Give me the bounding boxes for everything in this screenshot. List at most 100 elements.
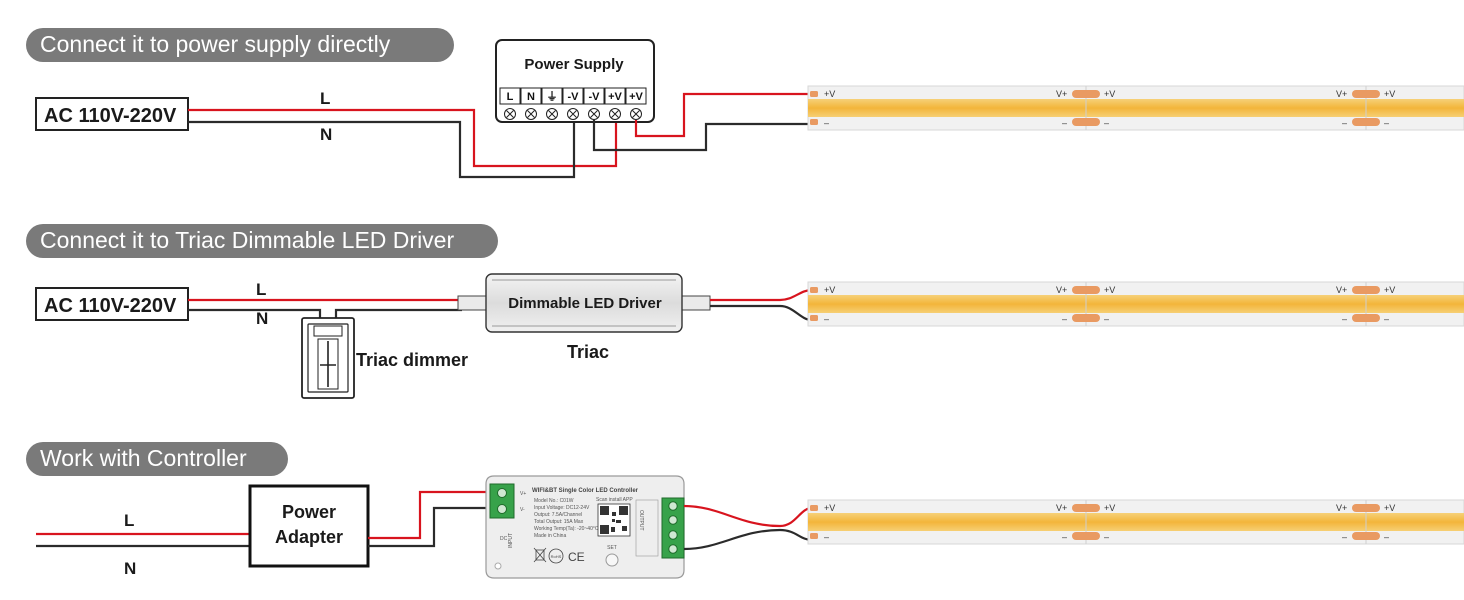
terminal-plus-v-2: +V bbox=[625, 87, 647, 120]
screw-icon bbox=[668, 501, 678, 511]
output-negative-wire-1 bbox=[592, 120, 812, 152]
svg-text:-V: -V bbox=[589, 91, 601, 103]
triac-dimmer bbox=[301, 317, 355, 399]
svg-text:-V: -V bbox=[568, 91, 580, 103]
controller-mark-rohs: RoHS bbox=[551, 554, 562, 559]
solder-pad bbox=[810, 315, 818, 321]
live-wire-1 bbox=[188, 108, 618, 168]
solder-pad bbox=[1352, 118, 1380, 126]
strip-minus-label: – bbox=[1104, 532, 1109, 542]
neutral-wire-1 bbox=[188, 120, 576, 179]
output-terminal-block bbox=[661, 497, 685, 559]
screw-icon bbox=[668, 544, 678, 554]
power-adapter-line2: Adapter bbox=[275, 527, 343, 547]
neutral-label-1: N bbox=[320, 125, 332, 144]
strip-plus-label: +V bbox=[1384, 285, 1395, 295]
strip-minus-label: – bbox=[1342, 532, 1347, 542]
section-1: Connect it to power supply directly AC 1… bbox=[26, 28, 812, 179]
ac-source-label-1: AC 110V-220V bbox=[44, 105, 177, 127]
strip-minus-label: – bbox=[1062, 118, 1067, 128]
led-controller: V+ V- WIFI&BT Single Color LED Controlle… bbox=[485, 475, 685, 579]
solder-pad bbox=[1072, 118, 1100, 126]
strip-vplus-label: V+ bbox=[1336, 503, 1347, 513]
adapter-negative-wire bbox=[368, 506, 500, 548]
solder-pad bbox=[810, 91, 818, 97]
controller-vminus: V- bbox=[520, 507, 525, 513]
solder-pad bbox=[1072, 314, 1100, 322]
strip-plus-label: +V bbox=[1104, 503, 1115, 513]
svg-text:L: L bbox=[507, 91, 514, 103]
controller-spec-0: Model No.: C01W bbox=[534, 498, 574, 504]
solder-pad bbox=[1072, 286, 1100, 294]
section-1-title-pill bbox=[26, 28, 454, 62]
controller-vplus: V+ bbox=[520, 491, 526, 497]
strip-minus-label: – bbox=[1104, 314, 1109, 324]
screw-icon bbox=[497, 488, 507, 498]
strip-plus-label: +V bbox=[1384, 503, 1395, 513]
strip-minus-label: – bbox=[1062, 532, 1067, 542]
terminal-ground: ⏚ bbox=[541, 87, 563, 120]
solder-pad bbox=[1352, 90, 1380, 98]
controller-spec-5: Made in China bbox=[534, 533, 566, 539]
controller-spec-3: Total Output: 15A Max bbox=[534, 519, 584, 525]
strip-plus-label: +V bbox=[1104, 89, 1115, 99]
strip-minus-label: – bbox=[1342, 314, 1347, 324]
output-positive-wire-2 bbox=[710, 288, 813, 302]
strip-vplus-label: V+ bbox=[1056, 89, 1067, 99]
strip-plus-label: +V bbox=[1104, 285, 1115, 295]
strip-plus-label: +V bbox=[824, 285, 835, 295]
set-button[interactable] bbox=[605, 553, 619, 567]
power-supply-terminals: L N ⏚ -V -V +V +V bbox=[499, 87, 647, 120]
line-label-1: L bbox=[320, 89, 330, 108]
controller-spec-2: Output: 7.5A/Channel bbox=[534, 512, 582, 518]
terminal-n: N bbox=[520, 87, 542, 120]
power-adapter-line1: Power bbox=[282, 502, 336, 522]
strip-minus-label: – bbox=[1384, 314, 1389, 324]
controller-spec-1: Input Voltage: DC12-24V bbox=[534, 505, 590, 511]
driver-type-label: Triac bbox=[567, 342, 609, 362]
strip-vplus-label: V+ bbox=[1056, 503, 1067, 513]
strip-vplus-label: V+ bbox=[1056, 285, 1067, 295]
adapter-positive-wire bbox=[368, 490, 500, 540]
strip-minus-label: – bbox=[1104, 118, 1109, 128]
strip-cob-band bbox=[808, 99, 1464, 117]
neutral-wire-2-b bbox=[334, 308, 462, 318]
strip-minus-label: – bbox=[1342, 118, 1347, 128]
weee-bin-icon bbox=[533, 547, 547, 563]
strip-plus-label: +V bbox=[824, 503, 835, 513]
section-2-title: Connect it to Triac Dimmable LED Driver bbox=[40, 227, 454, 253]
controller-mark-ce: CE bbox=[568, 550, 585, 564]
mounting-hole-icon bbox=[494, 562, 502, 570]
svg-text:N: N bbox=[527, 91, 535, 103]
output-positive-wire-1 bbox=[634, 92, 812, 138]
driver-title: Dimmable LED Driver bbox=[508, 295, 662, 312]
solder-pad bbox=[810, 505, 818, 511]
rohs-icon bbox=[548, 548, 564, 564]
section-2: Connect it to Triac Dimmable LED Driver … bbox=[26, 224, 813, 399]
controller-output-label: OUTPUT bbox=[638, 510, 644, 531]
neutral-label-2: N bbox=[256, 309, 268, 328]
section-2-title-pill bbox=[26, 224, 498, 258]
slider-knob-icon bbox=[320, 341, 336, 387]
solder-pad bbox=[1072, 532, 1100, 540]
power-adapter-box bbox=[248, 484, 370, 568]
ground-icon: ⏚ bbox=[547, 90, 558, 103]
power-supply-title: Power Supply bbox=[524, 56, 624, 73]
neutral-wire-2-a bbox=[188, 308, 322, 318]
output-negative-wire-2 bbox=[710, 304, 813, 322]
solder-pad bbox=[1352, 286, 1380, 294]
strip-minus-label: – bbox=[824, 314, 829, 324]
output-positive-wire-3 bbox=[683, 504, 813, 528]
line-label-2: L bbox=[256, 280, 266, 299]
controller-set-label: SET bbox=[607, 545, 617, 551]
section-3-title: Work with Controller bbox=[40, 445, 247, 471]
section-1-title: Connect it to power supply directly bbox=[40, 31, 391, 57]
terminal-minus-v-1: -V bbox=[562, 87, 584, 120]
solder-pad bbox=[1352, 314, 1380, 322]
solder-pad bbox=[1352, 504, 1380, 512]
controller-scan-label: Scan install APP bbox=[596, 497, 633, 503]
screw-icon bbox=[668, 530, 678, 540]
led-strip: +V–V++V––V++V–– bbox=[807, 499, 1464, 545]
strip-vplus-label: V+ bbox=[1336, 89, 1347, 99]
